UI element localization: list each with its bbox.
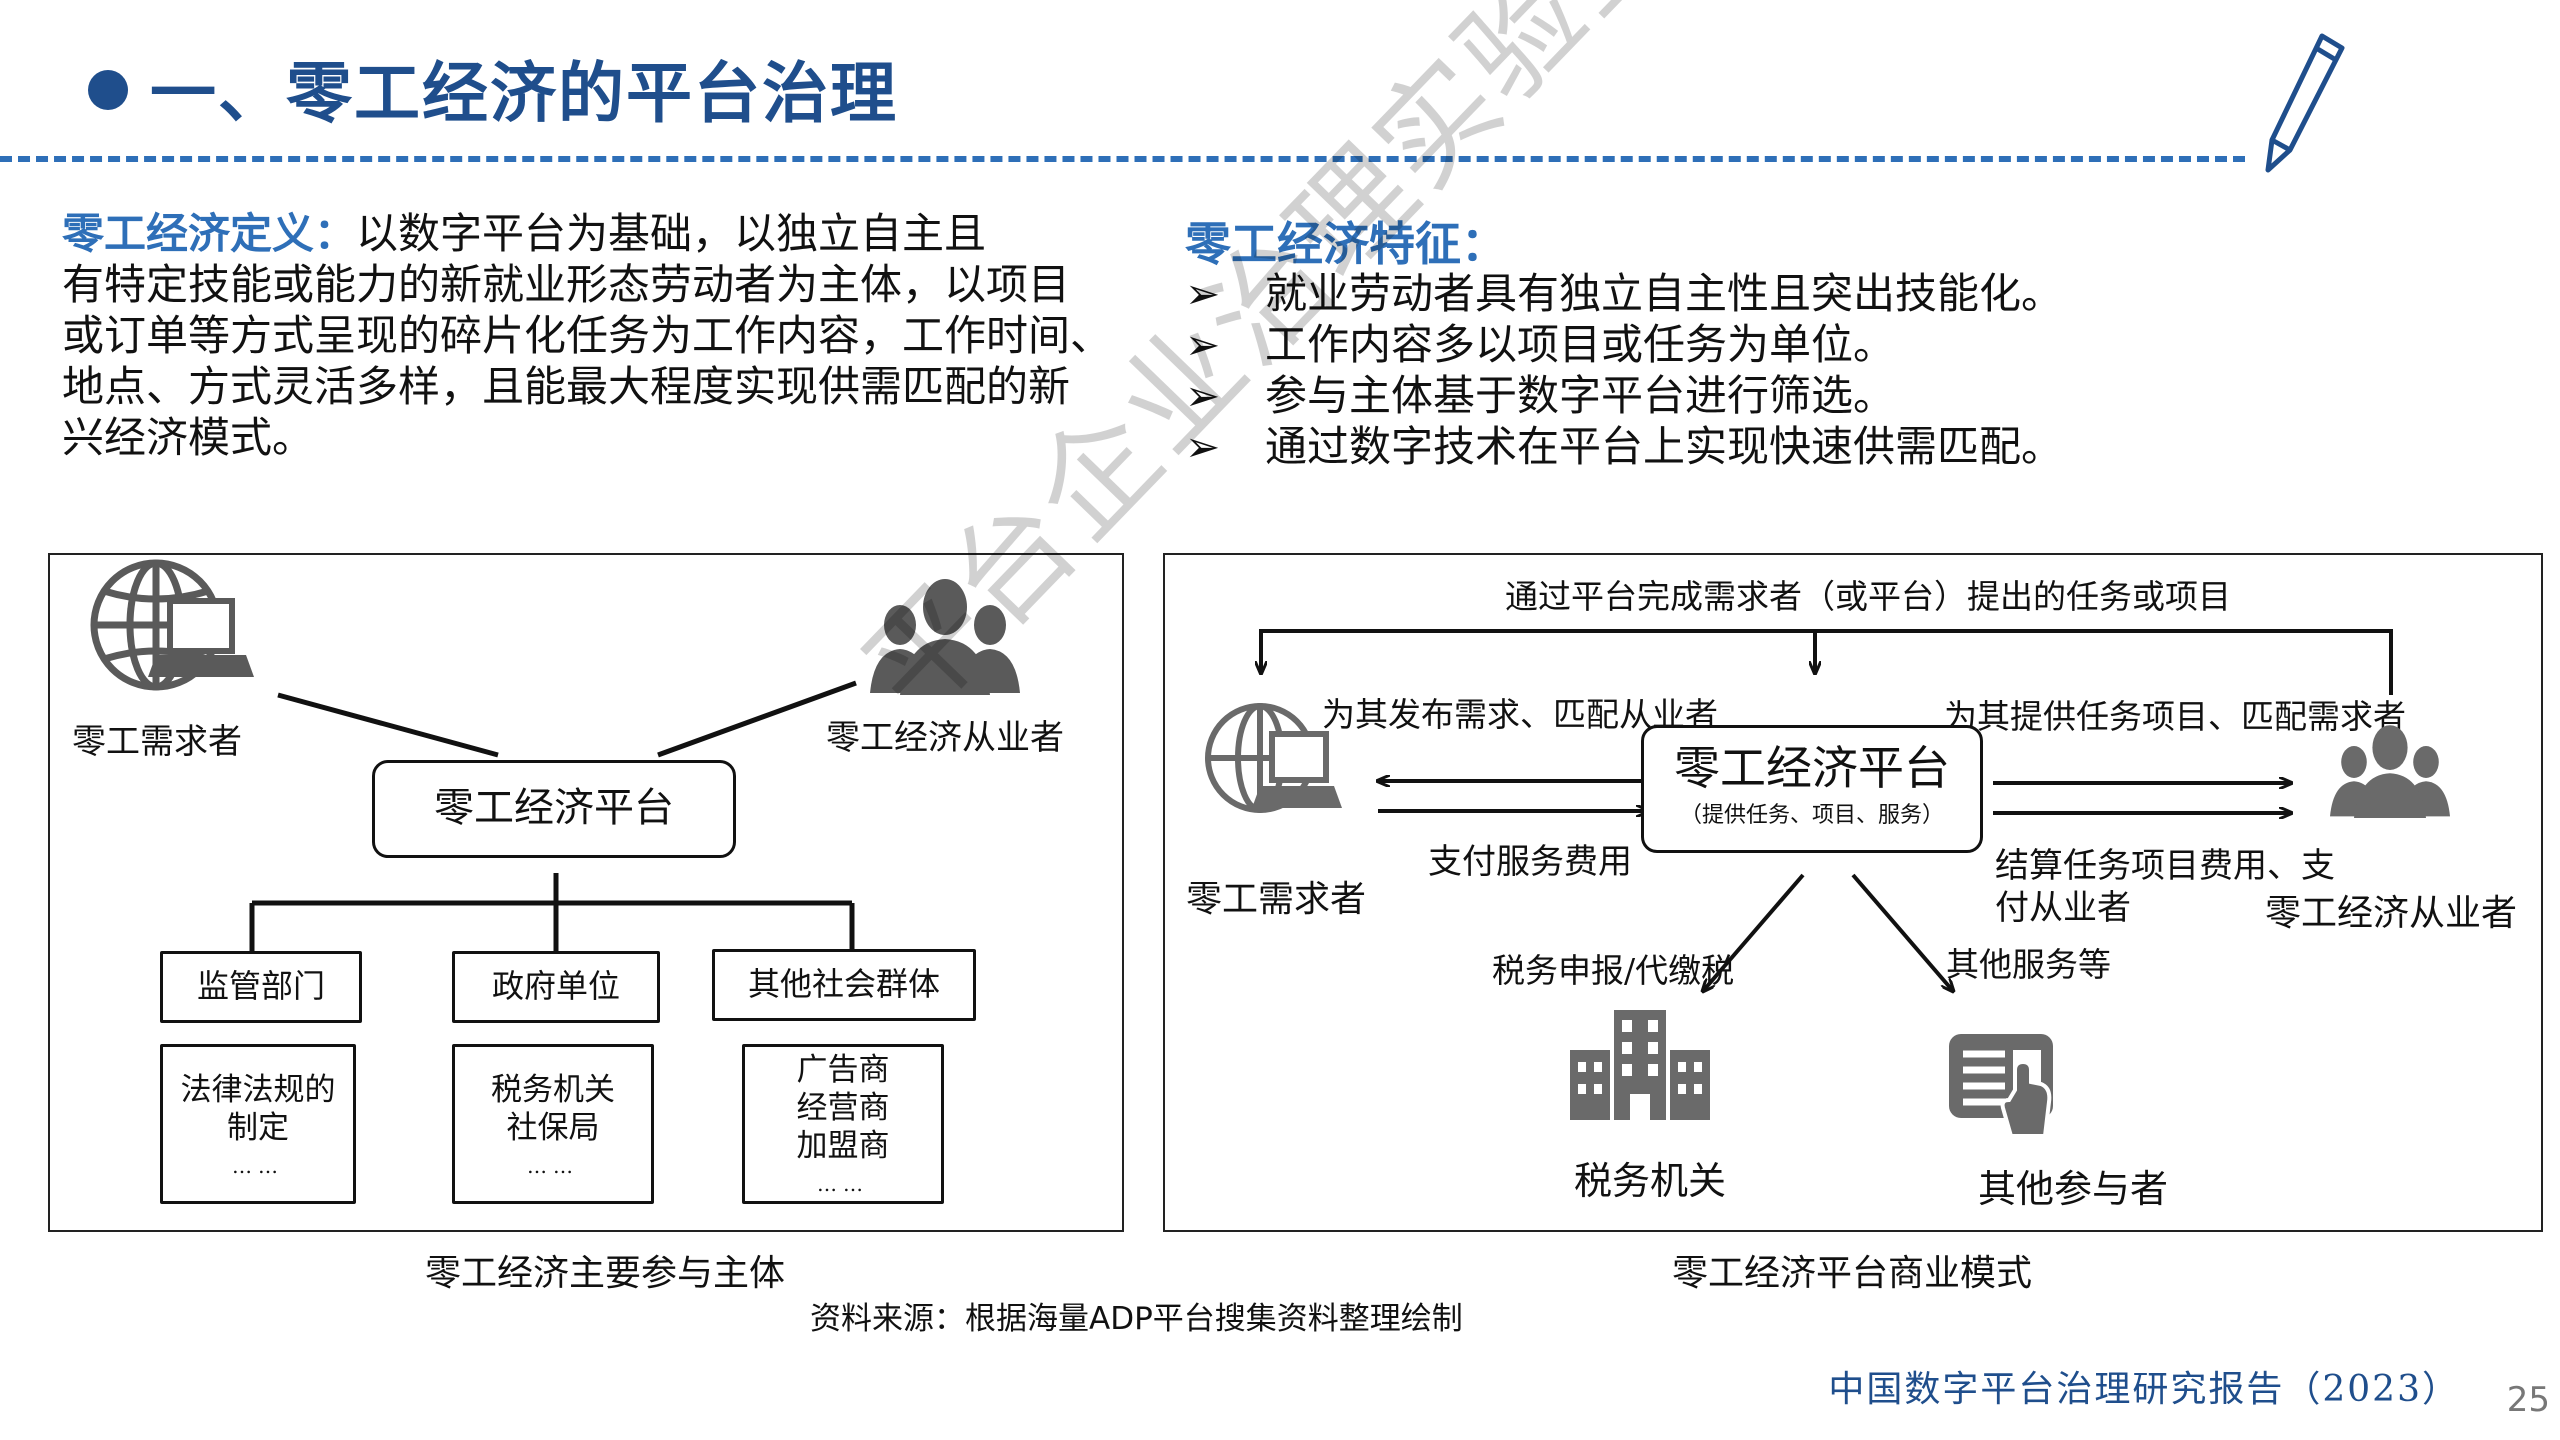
people-icon [870,579,1020,695]
pen-icon [2265,33,2345,173]
definition-label: 零工经济定义： [62,209,357,258]
group-box-social: 其他社会群体 [712,949,976,1021]
title-bullet [88,70,128,110]
worker-label: 零工经济从业者 [826,718,1064,758]
business-model-arrows [1163,629,2393,1232]
feature-item: ➢工作内容多以项目或任务为单位。 [1185,320,1896,369]
pay-fee-label: 支付服务费用 [1428,842,1632,882]
other-participants-label: 其他参与者 [1978,1167,2169,1211]
tax-flow-label: 税务申报/代缴税 [1492,951,1735,990]
arrow-bullet-icon: ➢ [1185,269,1221,318]
definition-line: 兴经济模式。 [62,413,315,462]
provide-tasks-label: 为其提供任务项目、匹配需求者 [1944,697,2406,736]
building-icon [1570,1010,1710,1120]
features-title: 零工经济特征： [1185,217,1507,271]
definition-line: 有特定技能或能力的新就业形态劳动者为主体，以项目 [62,260,1071,309]
page-number: 25 [2506,1380,2550,1420]
feature-item: ➢参与主体基于数字平台进行筛选。 [1185,371,1896,420]
top-flow-label: 通过平台完成需求者（或平台）提出的任务或项目 [1505,577,2231,616]
page-title: 一、零工经济的平台治理 [150,55,898,132]
participants-connectors [249,680,857,951]
platform-box: 零工经济平台 （提供任务、项目、服务） [1641,725,1983,853]
group-box-government: 政府单位 [452,951,660,1023]
platform-box: 零工经济平台 [372,760,736,858]
report-title: 中国数字平台治理研究报告（2023） [1828,1369,2460,1410]
globe-laptop-icon [1205,703,1342,813]
group-box-regulator: 监管部门 [160,951,362,1023]
detail-box-agencies: 税务机关社保局…… [452,1044,654,1204]
features-list: ➢就业劳动者具有独立自主性且突出技能化。 ➢工作内容多以项目或任务为单位。 ➢参… [1185,268,2063,472]
worker-label: 零工经济从业者 [2265,893,2518,934]
detail-box-law: 法律法规的制定…… [160,1044,356,1204]
people-icon [2330,725,2450,818]
right-diagram-caption: 零工经济平台商业模式 [1672,1253,2033,1294]
left-diagram-caption: 零工经济主要参与主体 [425,1253,786,1294]
settle-label-line1: 结算任务项目费用、支 [1995,846,2335,886]
settle-label-line2: 付从业者 [1995,888,2131,928]
business-model-diagram [1163,553,2543,1232]
globe-laptop-icon [90,559,254,691]
demander-label: 零工需求者 [72,722,242,762]
feature-item: ➢通过数字技术在平台上实现快速供需匹配。 [1185,422,2064,471]
arrow-bullet-icon: ➢ [1185,422,1221,471]
definition-line: 以数字平台为基础，以独立自主且 [356,209,987,258]
document-hand-icon [1949,1034,2053,1138]
definition-text: 零工经济定义：以数字平台为基础，以独立自主且 有特定技能或能力的新就业形态劳动者… [62,208,1132,463]
definition-line: 或订单等方式呈现的碎片化任务为工作内容，工作时间、 [62,311,1113,360]
feature-item: ➢就业劳动者具有独立自主性且突出技能化。 [1185,269,2064,318]
arrow-bullet-icon: ➢ [1185,371,1221,420]
arrow-bullet-icon: ➢ [1185,320,1221,369]
tax-authority-label: 税务机关 [1574,1159,1727,1203]
definition-line: 地点、方式灵活多样，且能最大程度实现供需匹配的新 [62,362,1071,411]
source-note: 资料来源：根据海量ADP平台搜集资料整理绘制 [810,1301,1463,1337]
other-services-label: 其他服务等 [1946,945,2111,984]
demander-label: 零工需求者 [1186,879,1367,920]
detail-box-business: 广告商经营商加盟商…… [742,1044,944,1204]
title-divider [0,156,2245,162]
